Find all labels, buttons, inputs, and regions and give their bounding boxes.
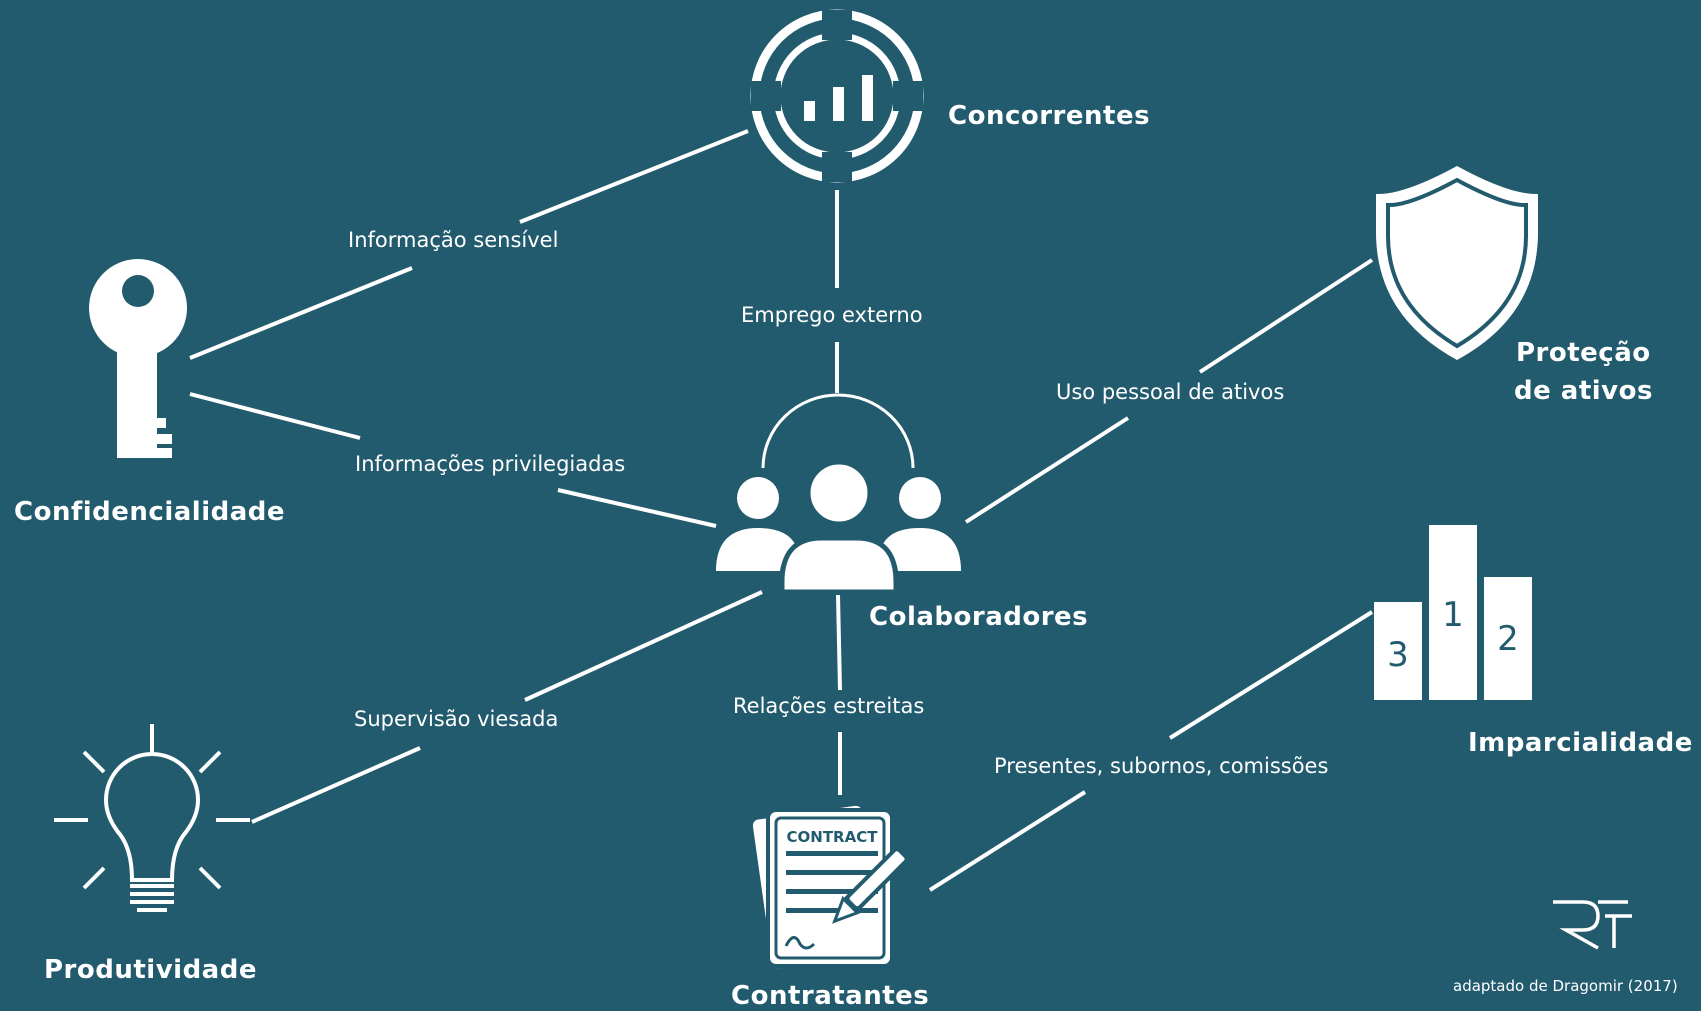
connectors <box>189 129 1374 892</box>
podium-first-number: 1 <box>1442 595 1464 635</box>
edge-line-supervisao-upper <box>524 590 763 702</box>
rf-logo <box>1553 900 1632 950</box>
edge-label-informacao-sensivel: Informação sensível <box>348 228 559 252</box>
edge-label-informacoes-privilegiadas: Informações privilegiadas <box>355 452 626 476</box>
credit-text: adaptado de Dragomir (2017) <box>1453 977 1678 995</box>
edge-label-uso-pessoal: Uso pessoal de ativos <box>1056 380 1285 404</box>
contract-heading: CONTRACT <box>787 828 879 846</box>
node-label-contratantes: Contratantes <box>731 981 930 1011</box>
target-chart-icon <box>750 9 924 183</box>
edge-line-relacoes-upper <box>836 594 842 691</box>
edge-line-presentes-lower <box>928 790 1087 892</box>
podium-third-number: 3 <box>1387 635 1409 675</box>
edge-line-uso-pessoal-upper <box>1198 258 1374 374</box>
node-label-concorrentes: Concorrentes <box>948 101 1151 131</box>
edge-line-supervisao-lower <box>251 746 421 824</box>
podium-icon: 1 2 3 <box>1374 525 1532 700</box>
podium-second-number: 2 <box>1497 619 1519 659</box>
edge-label-supervisao: Supervisão viesada <box>354 707 559 731</box>
contract-icon: CONTRACT <box>752 805 910 969</box>
node-label-colaboradores: Colaboradores <box>869 602 1089 632</box>
people-group-icon <box>716 393 961 595</box>
lightbulb-icon <box>54 724 250 912</box>
edge-label-emprego-externo: Emprego externo <box>741 303 923 327</box>
edge-line-uso-pessoal-lower <box>964 416 1130 524</box>
node-label-confidencialidade: Confidencialidade <box>14 497 286 527</box>
node-label-imparcialidade: Imparcialidade <box>1468 728 1693 758</box>
edge-line-informacoes-privilegiadas-lower <box>557 488 717 528</box>
shield-icon <box>1376 166 1538 360</box>
edge-line-informacao-sensivel-upper <box>519 129 749 224</box>
node-label-protecao-line1: Proteção <box>1516 338 1651 368</box>
edge-label-presentes: Presentes, subornos, comissões <box>994 754 1329 778</box>
key-icon <box>89 259 187 458</box>
node-label-produtividade: Produtividade <box>44 955 257 985</box>
edge-line-informacoes-privilegiadas-upper <box>189 392 361 440</box>
node-label-protecao-line2: de ativos <box>1514 376 1653 406</box>
edge-line-presentes-upper <box>1168 610 1374 740</box>
edge-label-relacoes: Relações estreitas <box>733 694 925 718</box>
edge-line-informacao-sensivel-lower <box>189 266 413 360</box>
